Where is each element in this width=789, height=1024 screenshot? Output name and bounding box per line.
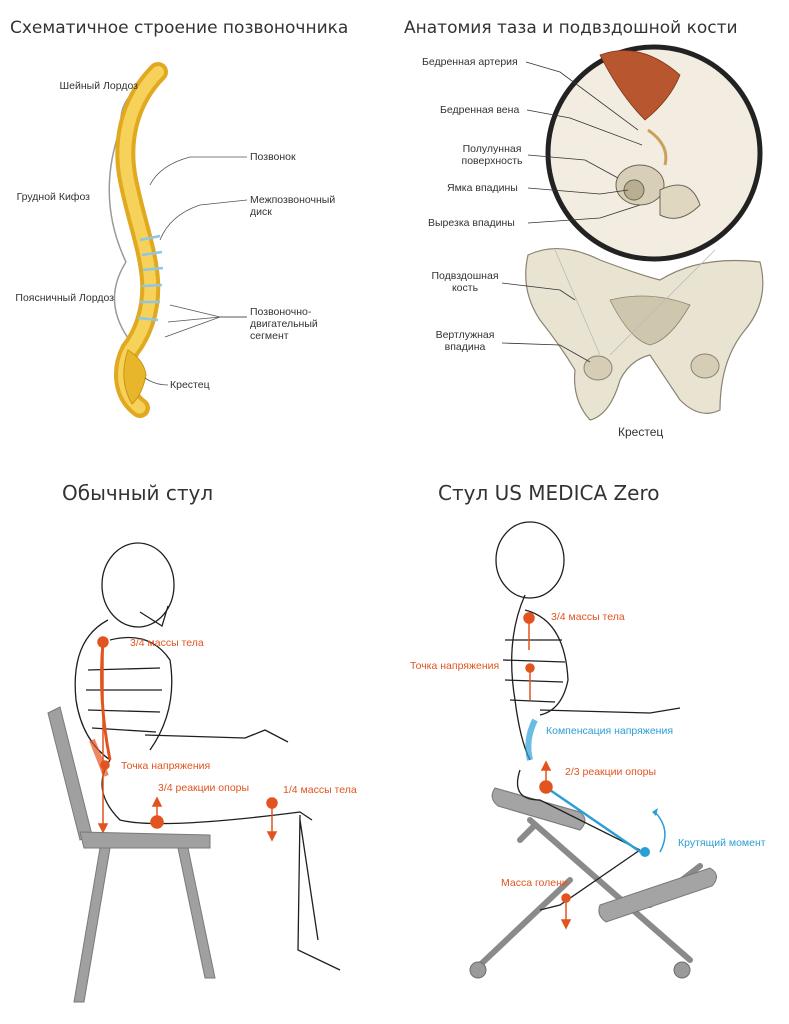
label-acetabulum: Вертлужная впадина xyxy=(435,329,495,353)
label-femoral-vein: Бедренная вена xyxy=(440,104,520,116)
zero-chair-title: Стул US MEDICA Zero xyxy=(438,481,660,505)
label-intervertebral-disc: Межпозвоночный диск xyxy=(250,194,336,218)
annotation-shin-mass-zero: Масса голени xyxy=(501,877,568,889)
annotation-compensation-zero: Компенсация напряжения xyxy=(546,725,674,737)
lumbar-bracket xyxy=(113,261,129,339)
spine-panel-title: Схематичное строение позвоночника xyxy=(10,18,349,38)
label-femoral-artery: Бедренная артерия xyxy=(422,56,518,68)
spine-illustration xyxy=(108,62,248,418)
annotation-support-reaction-normal: 3/4 реакции опоры xyxy=(158,782,250,794)
zero-chair-illustration xyxy=(469,521,717,979)
label-sacrum-pelvis: Крестец xyxy=(618,425,664,439)
annotation-support-reaction-zero: 2/3 реакции опоры xyxy=(565,766,657,778)
label-acetabular-notch: Вырезка впадины xyxy=(428,217,515,229)
annotation-stress-point-normal: Точка напряжения xyxy=(121,760,211,772)
annotation-stress-point-zero: Точка напряжения xyxy=(410,660,500,672)
annotation-leg-mass-normal: 1/4 массы тела xyxy=(283,784,357,796)
label-lumbar-lordosis: Поясничный Лордоз xyxy=(15,292,114,304)
label-lunate-surface: Полулунная поверхность xyxy=(461,143,523,167)
label-cervical-lordosis: Шейный Лордоз xyxy=(59,80,138,92)
annotation-body-mass-normal: 3/4 массы тела xyxy=(130,637,204,649)
normal-chair-title: Обычный стул xyxy=(62,481,214,505)
label-ilium: Подвздошная кость xyxy=(431,270,499,294)
label-motion-segment: Позвоночно- двигательный сегмент xyxy=(250,306,318,342)
label-sacrum-spine: Крестец xyxy=(170,379,210,391)
pelvis-panel-title: Анатомия таза и подвздошной кости xyxy=(404,18,738,38)
label-vertebra: Позвонок xyxy=(250,151,296,163)
normal-chair-illustration xyxy=(47,542,341,1003)
label-acetabular-fossa: Ямка впадины xyxy=(447,182,518,194)
annotation-body-mass-zero: 3/4 массы тела xyxy=(551,611,625,623)
annotation-torque-zero: Крутящий момент xyxy=(678,837,766,849)
label-thoracic-kyphosis: Грудной Кифоз xyxy=(16,191,90,203)
pelvis-illustration xyxy=(501,44,764,421)
